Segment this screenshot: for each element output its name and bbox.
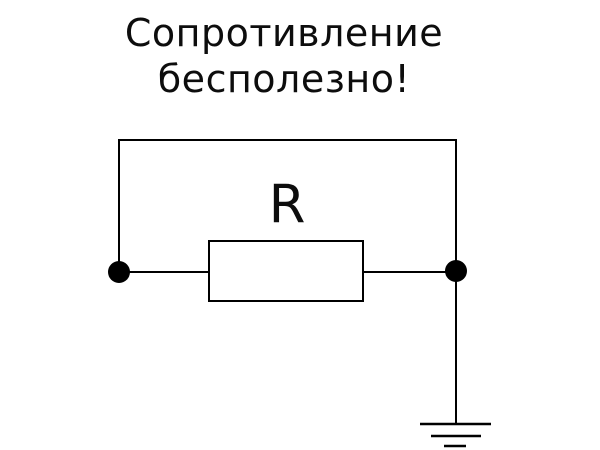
title: Сопротивление бесполезно! — [0, 10, 568, 102]
resistor-box — [208, 240, 364, 302]
title-line-2: бесполезно! — [157, 57, 411, 101]
ground-symbol — [420, 422, 491, 448]
title-line-1: Сопротивление — [124, 11, 444, 55]
resistor-label: R — [268, 174, 306, 235]
short-circuit-bypass-wire — [118, 139, 457, 272]
junction-node-left — [108, 261, 130, 283]
junction-node-right — [445, 260, 467, 282]
